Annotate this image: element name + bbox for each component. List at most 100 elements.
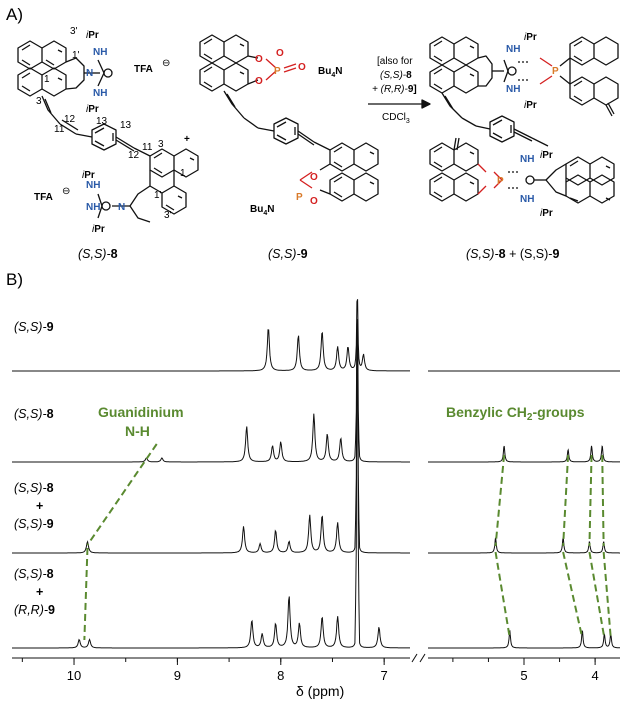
trace-label-1: (S,S)-9 xyxy=(14,320,54,334)
trace-label-4-plus: + xyxy=(36,585,43,599)
guide-line-9 xyxy=(601,454,605,547)
annotation-benzylic: Benzylic CH2-groups xyxy=(446,404,585,423)
caption-compound-9: (S,S)-9 xyxy=(268,247,308,261)
bu4n-label: Bu4N xyxy=(318,66,342,79)
axis-tick-label: 7 xyxy=(381,668,388,683)
spectrum-trace-3-segment-2 xyxy=(428,537,620,554)
trace-labels: (S,S)-9 (S,S)-8 (S,S)-8 + (S,S)-9 (S,S)-… xyxy=(14,320,55,617)
annotation-nh: N-H xyxy=(125,423,150,439)
charge-sign: ⊖ xyxy=(162,58,170,69)
o-label: O xyxy=(298,62,306,73)
guide-line-2 xyxy=(83,547,89,641)
nh-label: NH xyxy=(86,202,100,213)
ipr-label: iPr xyxy=(524,32,537,43)
axis-tick-label: 9 xyxy=(174,668,181,683)
atom-label: 1' xyxy=(154,190,162,201)
atom-label: 1' xyxy=(72,50,80,61)
charge-sign: ⊖ xyxy=(62,186,70,197)
annotation-guanidinium: Guanidinium xyxy=(98,404,184,420)
guide-line-7 xyxy=(588,454,593,547)
guide-line-3 xyxy=(494,454,506,547)
spectrum-trace-4-segment-2 xyxy=(428,630,620,649)
atom-label: 3' xyxy=(70,26,78,37)
axis-tick-label: 4 xyxy=(591,668,598,683)
chemical-scheme xyxy=(17,34,619,223)
axis-break-mark-2 xyxy=(419,653,426,663)
plus-sign: + xyxy=(184,134,190,145)
atom-label: 13 xyxy=(120,120,132,131)
nh-label: NH xyxy=(86,180,100,191)
spectrum-trace-2-segment-2 xyxy=(428,445,620,463)
trace-label-3b: (S,S)-9 xyxy=(14,517,54,531)
compound-8-structure xyxy=(17,40,199,223)
axis-tick-label: 8 xyxy=(277,668,284,683)
nh-label: NH xyxy=(520,154,534,165)
solvent-label: CDCl3 xyxy=(382,112,410,125)
axis-tick-label: 5 xyxy=(520,668,527,683)
ipr-label: iPr xyxy=(540,150,553,161)
nh-label: NH xyxy=(93,47,107,58)
condition-line: [also for xyxy=(377,56,413,67)
atom-label: 3 xyxy=(36,96,42,107)
axis-title: δ (ppm) xyxy=(296,683,344,699)
ipr-label: iPr xyxy=(86,30,99,41)
atom-label: 1 xyxy=(44,74,50,85)
axis-break-mark-1 xyxy=(411,653,418,663)
ipr-label: iPr xyxy=(540,208,553,219)
spectrum-trace-1-segment-1 xyxy=(12,299,410,372)
nmr-spectra xyxy=(12,299,620,649)
spectrum-trace-3-segment-1 xyxy=(12,337,410,554)
guide-line-8 xyxy=(588,551,606,639)
trace-label-3: (S,S)-8 xyxy=(14,481,54,495)
atom-label: 1 xyxy=(180,168,186,179)
ipr-label: iPr xyxy=(524,100,537,111)
tfa-label: TFA xyxy=(134,64,153,75)
guide-line-4 xyxy=(494,551,511,639)
caption-compound-8: (S,S)-8 xyxy=(78,247,118,261)
shift-guide-lines xyxy=(83,443,612,641)
guide-line-10 xyxy=(602,551,612,639)
tfa-label: TFA xyxy=(34,192,53,203)
p-label: P xyxy=(497,176,504,187)
atom-label: 12 xyxy=(128,150,140,161)
spectrum-trace-2-segment-1 xyxy=(12,319,410,463)
condition-line: (S,S)-8 xyxy=(380,70,412,81)
panel-a-label: A) xyxy=(6,5,23,24)
o-label: O xyxy=(255,54,263,65)
nh-label: NH xyxy=(506,84,520,95)
trace-label-2: (S,S)-8 xyxy=(14,407,54,421)
n-label: N xyxy=(86,68,93,79)
ppm-axis: 10 9 8 7 5 4 xyxy=(12,653,620,683)
compound-9-structure xyxy=(199,34,379,202)
nh-label: NH xyxy=(506,44,520,55)
atom-label: 11 xyxy=(54,124,65,135)
ipr-label: iPr xyxy=(82,170,95,181)
p-label: P xyxy=(274,66,281,77)
n-label: N xyxy=(118,202,125,213)
atom-label: 3 xyxy=(158,139,164,150)
atom-label: 3' xyxy=(164,210,172,221)
caption-product: (S,S)-8 + (S,S)-9 xyxy=(466,247,559,261)
atom-label: 12 xyxy=(64,114,76,125)
axis-tick-label: 10 xyxy=(67,668,81,683)
guide-line-5 xyxy=(562,454,570,547)
o-label: O xyxy=(310,196,318,207)
p-label: P xyxy=(552,66,559,77)
scheme-labels: 3' 1' 1 3 11 12 13 13 12 11 3 1 1' 3' iP… xyxy=(34,26,559,261)
spectrum-trace-4-segment-1 xyxy=(12,356,410,649)
o-label: O xyxy=(276,48,284,59)
ipr-label: iPr xyxy=(92,224,105,235)
nh-label: NH xyxy=(520,194,534,205)
atom-label: 11 xyxy=(142,142,153,153)
condition-line: + (R,R)-9] xyxy=(372,84,417,95)
panel-b-label: B) xyxy=(6,270,23,289)
bu4n-label: Bu4N xyxy=(250,204,274,217)
trace-label-4: (S,S)-8 xyxy=(14,567,54,581)
product-complex-structure xyxy=(429,36,619,204)
guide-line-1 xyxy=(86,443,158,546)
p-label: P xyxy=(296,192,303,203)
trace-label-3-plus: + xyxy=(36,499,43,513)
ipr-label: iPr xyxy=(86,104,99,115)
guide-line-6 xyxy=(562,551,584,639)
